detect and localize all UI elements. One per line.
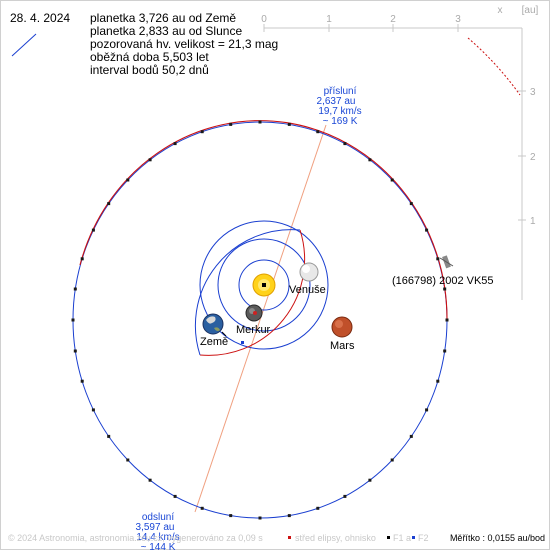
date-label: 28. 4. 2024 bbox=[10, 11, 71, 25]
orbit-point bbox=[343, 494, 347, 498]
asteroid-label: (166798) 2002 VK55 bbox=[392, 275, 494, 287]
mars-orbit-lower bbox=[194, 229, 301, 356]
scale-text: Měřítko : 0,0155 au/bod bbox=[450, 533, 545, 543]
orbit-point bbox=[409, 202, 413, 206]
venus-label: Venuše bbox=[289, 284, 326, 296]
info-period: oběžná doba 5,503 let bbox=[90, 50, 209, 64]
info-magnitude: pozorovaná hv. velikost = 21,3 mag bbox=[90, 37, 279, 51]
orbit-point bbox=[73, 349, 77, 353]
unit-label: [au] bbox=[522, 5, 539, 16]
aphelion-title: odsluní bbox=[142, 512, 174, 523]
orbit-point bbox=[126, 458, 130, 462]
orbit-point bbox=[91, 228, 95, 232]
legend-f2: F2 bbox=[418, 533, 429, 543]
center-marker-icon bbox=[288, 536, 291, 539]
credit-text: © 2024 Astronomia, astronomia.zcu.cz, vy… bbox=[8, 533, 263, 543]
x-tick-1: 1 bbox=[326, 14, 332, 25]
orbit-point bbox=[443, 349, 447, 353]
info-panel: planetka 3,726 au od Země planetka 2,833… bbox=[90, 12, 278, 77]
orbit-point bbox=[200, 506, 204, 510]
venus-orbit bbox=[217, 238, 311, 332]
perihelion-title: přísluní bbox=[324, 86, 357, 97]
info-interval: interval bodů 50,2 dnů bbox=[90, 63, 209, 77]
orbit-point bbox=[71, 318, 75, 322]
y-tick-3: 3 bbox=[530, 87, 536, 98]
earth-marker bbox=[241, 341, 244, 344]
mercury-label: Merkur bbox=[236, 324, 271, 336]
perihelion-temperature: ~ 169 K bbox=[323, 116, 358, 127]
orbit-point bbox=[80, 379, 84, 383]
aphelion-distance: 3,597 au bbox=[136, 522, 175, 533]
sun-icon bbox=[252, 273, 276, 297]
orbit-point bbox=[200, 130, 204, 134]
earth-orbit bbox=[199, 220, 329, 350]
orbit-point bbox=[436, 257, 440, 261]
x-tick-3: 3 bbox=[455, 14, 461, 25]
earth-label: Země bbox=[200, 336, 228, 348]
orbit-point bbox=[287, 122, 291, 126]
legend-f1: F1 a bbox=[393, 533, 411, 543]
orbit-point bbox=[91, 408, 95, 412]
orbit-point bbox=[80, 257, 84, 261]
orbit-point bbox=[425, 228, 429, 232]
mars-orbit-upper bbox=[199, 229, 306, 356]
orbit-point bbox=[173, 142, 177, 146]
orbit-point bbox=[229, 514, 233, 518]
mercury-icon bbox=[245, 304, 263, 322]
orbit-point bbox=[258, 516, 262, 520]
y-tick-1: 1 bbox=[530, 216, 536, 227]
asteroid-icon bbox=[439, 255, 454, 269]
earth-icon bbox=[202, 313, 224, 335]
orbit-point bbox=[148, 158, 152, 162]
orbit-point bbox=[173, 494, 177, 498]
orbit-point bbox=[409, 434, 413, 438]
orbit-direction-icon bbox=[11, 33, 37, 57]
aphelion-temperature: ~ 144 K bbox=[141, 542, 176, 550]
info-distance-sun: planetka 2,833 au od Slunce bbox=[90, 24, 243, 38]
orbit-point bbox=[390, 458, 394, 462]
aphelion-speed: 14,4 km/s bbox=[136, 532, 179, 543]
mercury-orbit bbox=[238, 259, 290, 311]
apsis-line bbox=[194, 124, 327, 513]
orbit-point bbox=[73, 287, 77, 291]
orbit-point bbox=[343, 142, 347, 146]
asteroid-orbit-points bbox=[71, 120, 449, 520]
orbit-point bbox=[390, 178, 394, 182]
info-distance-earth: planetka 3,726 au od Země bbox=[90, 11, 237, 25]
orbit-point bbox=[126, 178, 130, 182]
venus-icon bbox=[299, 262, 319, 282]
x-tick-0: 0 bbox=[261, 14, 267, 25]
orbit-point bbox=[229, 122, 233, 126]
perihelion-speed: 19,7 km/s bbox=[318, 106, 361, 117]
orbit-point bbox=[368, 478, 372, 482]
y-tick-2: 2 bbox=[530, 152, 536, 163]
orbit-point bbox=[107, 202, 111, 206]
orbit-point bbox=[287, 514, 291, 518]
asteroid-orbit-upper bbox=[79, 120, 448, 321]
orbit-point bbox=[148, 478, 152, 482]
outer-orbit-arc bbox=[467, 37, 521, 96]
orbit-point bbox=[316, 506, 320, 510]
orbit-point bbox=[368, 158, 372, 162]
perihelion-distance: 2,637 au bbox=[317, 96, 356, 107]
orbit-point bbox=[443, 287, 447, 291]
orbit-point bbox=[258, 120, 262, 124]
orbit-point bbox=[107, 434, 111, 438]
axes: 0 1 2 3 x [au] 3 2 1 bbox=[261, 5, 539, 300]
mars-label: Mars bbox=[330, 340, 355, 352]
x-tick-2: 2 bbox=[390, 14, 396, 25]
legend-center: střed elipsy, ohnisko bbox=[295, 533, 376, 543]
orbit-point bbox=[436, 379, 440, 383]
orbit-point bbox=[445, 318, 449, 322]
focus-f1-marker-icon bbox=[387, 536, 390, 539]
orbit-point bbox=[316, 130, 320, 134]
x-axis-label: x bbox=[498, 5, 503, 16]
mars-icon bbox=[331, 316, 353, 338]
orbit-point bbox=[425, 408, 429, 412]
focus-f2-marker-icon bbox=[412, 536, 415, 539]
